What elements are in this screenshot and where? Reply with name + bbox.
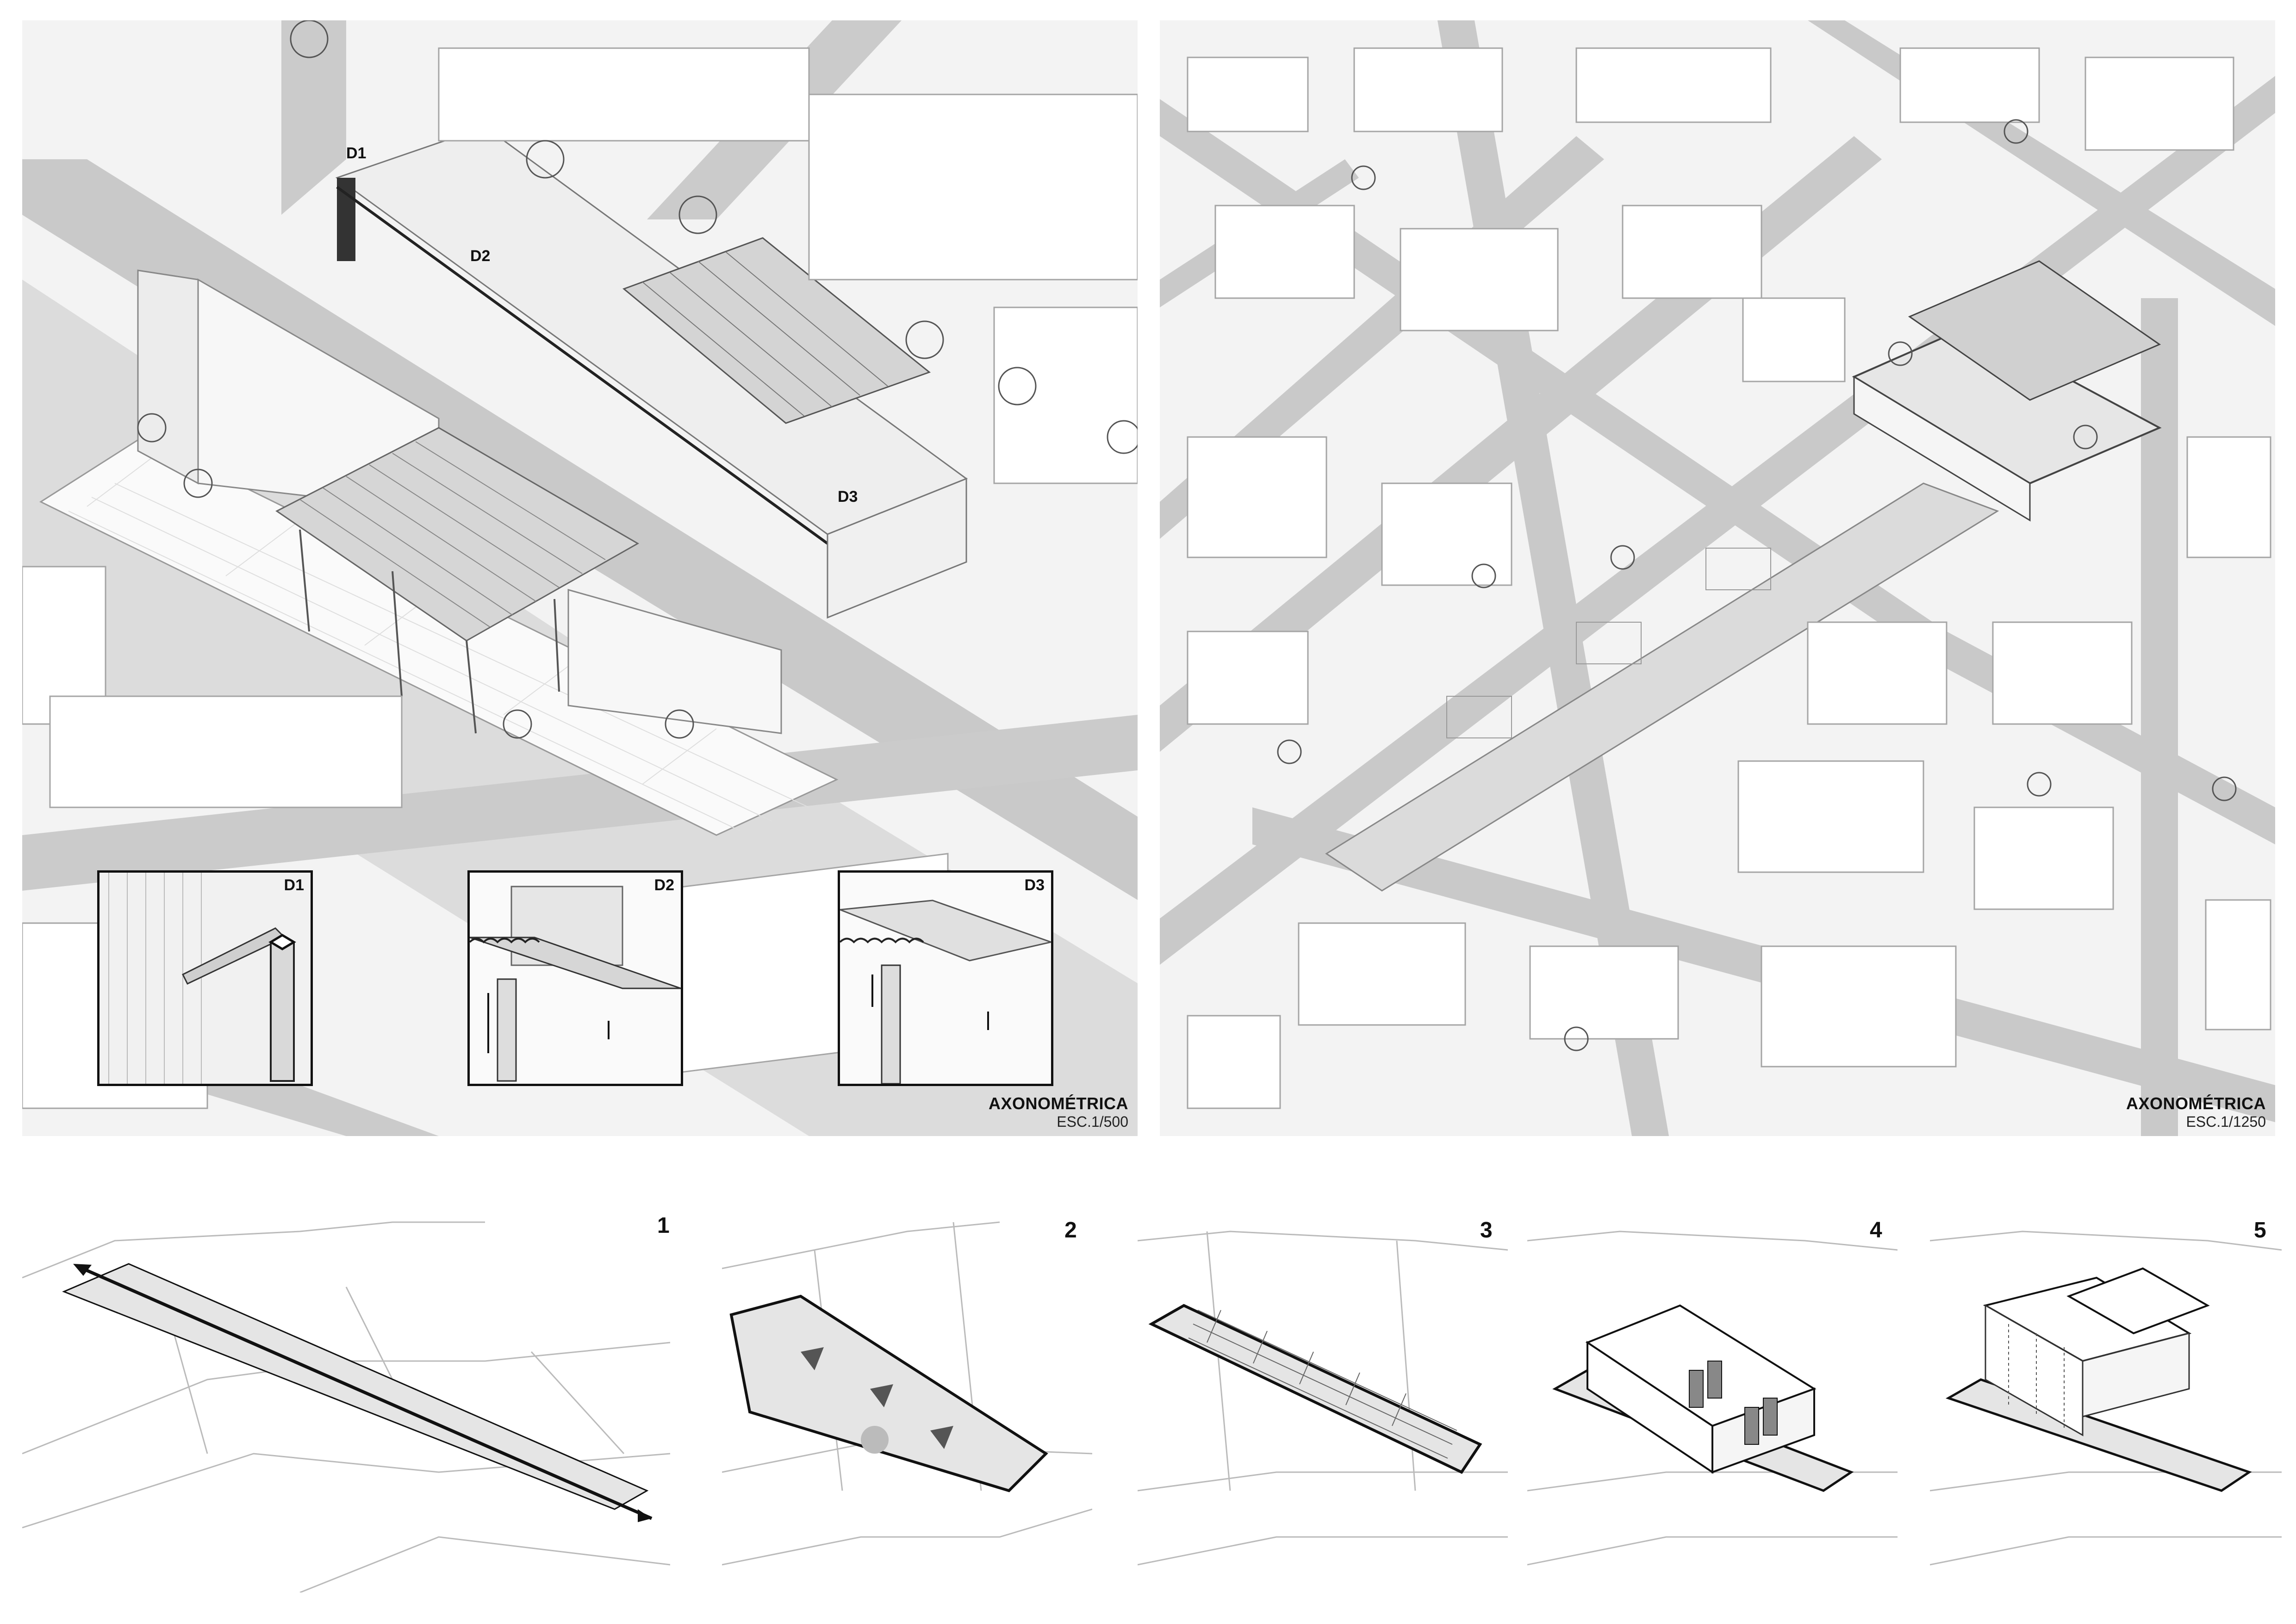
detail-marker-d1: D1 [346, 144, 367, 162]
step-3-drawing [1137, 1230, 1508, 1566]
detail-marker-d3: D3 [838, 488, 858, 506]
caption-right: AXONOMÉTRICA ESC.1/1250 [2126, 1094, 2266, 1131]
detail-label-d3: D3 [1024, 876, 1045, 894]
step-diagram-1: 1 [22, 1213, 679, 1593]
detail-box-d3: D3 [838, 870, 1053, 1086]
detail-drawing-d2 [470, 873, 681, 1084]
step-diagram-2: 2 [722, 1213, 1093, 1593]
caption-left: AXONOMÉTRICA ESC.1/500 [989, 1094, 1128, 1131]
axonometric-panel-right: AXONOMÉTRICA ESC.1/1250 [1160, 20, 2275, 1136]
caption-title-right: AXONOMÉTRICA [2126, 1094, 2266, 1113]
step-diagram-4: 4 [1527, 1213, 1898, 1593]
detail-box-d2: D2 [467, 870, 683, 1086]
step-4-drawing [1527, 1230, 1898, 1566]
detail-drawing-d3 [840, 873, 1051, 1084]
step-label-4: 4 [1870, 1218, 1882, 1243]
step-diagram-5: 5 [1929, 1213, 2282, 1593]
step-diagram-3: 3 [1137, 1213, 1508, 1593]
axonometric-panel-left: D1 D2 D3 D1 D2 [22, 20, 1138, 1136]
step-1-drawing [22, 1221, 671, 1593]
caption-title-left: AXONOMÉTRICA [989, 1094, 1128, 1113]
caption-scale-right: ESC.1/1250 [2186, 1113, 2266, 1130]
step-label-3: 3 [1480, 1218, 1493, 1243]
caption-scale-left: ESC.1/500 [1057, 1113, 1128, 1130]
axonometric-drawing-right [1160, 20, 2275, 1136]
detail-box-d1: D1 [97, 870, 313, 1086]
step-label-5: 5 [2254, 1218, 2266, 1243]
detail-label-d1: D1 [284, 876, 304, 894]
step-2-drawing [722, 1221, 1093, 1566]
step-label-2: 2 [1064, 1218, 1077, 1243]
step-5-drawing [1929, 1230, 2282, 1566]
detail-marker-d2: D2 [470, 247, 491, 265]
detail-label-d2: D2 [654, 876, 674, 894]
detail-drawing-d1 [100, 873, 311, 1084]
step-label-1: 1 [657, 1213, 670, 1238]
